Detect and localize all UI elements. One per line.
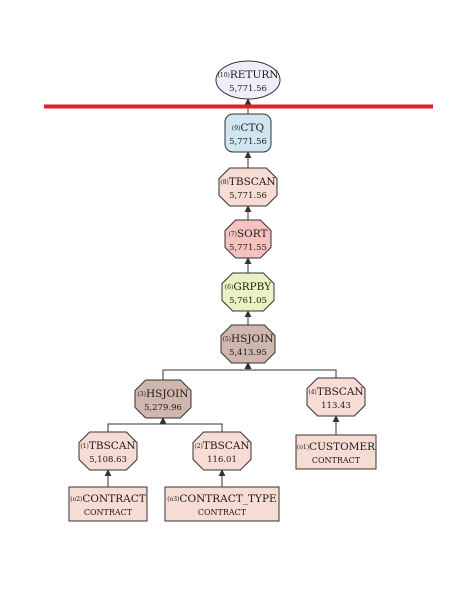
node-tbscan2-shape (192, 431, 252, 471)
node-number: (5) (222, 336, 231, 343)
node-number: (1) (80, 443, 89, 450)
node-grpby[interactable]: (6)GRPBY 5,761.05 (221, 272, 275, 312)
node-tbscan2[interactable]: (2)TBSCAN 116.01 (192, 431, 252, 471)
node-grpby-title: (6)GRPBY (225, 281, 272, 293)
node-return-cost: 5,771.56 (229, 84, 267, 94)
table-number: (o2) (70, 496, 82, 503)
node-number: (3) (137, 391, 146, 398)
table-contract_type-box (164, 486, 280, 522)
node-ctq[interactable]: (9)CTQ 5,771.56 (224, 113, 272, 153)
table-contract_type[interactable]: (o3)CONTRACT_TYPE CONTRACT (164, 486, 280, 522)
node-label: RETURN (230, 69, 279, 81)
node-tbscan1-cost: 5,108.63 (89, 455, 127, 465)
node-tbscan4[interactable]: (4)TBSCAN 113.43 (306, 377, 366, 417)
node-tbscan8-cost: 5,771.56 (229, 191, 267, 201)
table-customer-schema: CONTRACT (312, 456, 361, 465)
node-label: CTQ (240, 122, 264, 134)
node-hsjoin3-cost: 5,279.96 (144, 403, 182, 413)
node-ctq-shape (224, 113, 272, 153)
node-tbscan8-title: (8)TBSCAN (220, 176, 275, 188)
table-name: CUSTOMER (309, 441, 376, 453)
node-hsjoin3-title: (3)HSJOIN (137, 388, 188, 400)
table-customer-title: (o1)CUSTOMER (297, 441, 376, 453)
table-number: (o1) (297, 444, 309, 451)
node-ctq-cost: 5,771.56 (229, 137, 267, 147)
node-label: HSJOIN (231, 333, 274, 345)
node-return-title: (10)RETURN (218, 69, 279, 81)
node-tbscan2-cost: 116.01 (207, 455, 237, 465)
node-number: (4) (308, 389, 317, 396)
table-contract-title: (o2)CONTRACT (70, 493, 145, 505)
nodes: (10)RETURN5,771.56(9)CTQ5,771.56(8)TBSCA… (68, 60, 377, 522)
node-grpby-cost: 5,761.05 (229, 296, 267, 306)
node-label: GRPBY (233, 281, 272, 293)
node-number: (8) (220, 179, 229, 186)
node-tbscan4-title: (4)TBSCAN (308, 386, 363, 398)
node-number: (7) (228, 231, 237, 238)
node-tbscan8-shape (218, 167, 278, 207)
edge-hsjoin3-to-hsjoin5 (162, 362, 252, 380)
node-hsjoin3-shape (134, 379, 192, 419)
node-label: TBSCAN (317, 386, 364, 398)
node-tbscan4-cost: 113.43 (321, 401, 351, 411)
node-hsjoin5-shape (220, 324, 276, 364)
edge-tbscan4-to-hsjoin5 (244, 362, 337, 378)
node-number: (6) (225, 284, 234, 291)
node-sort-cost: 5,771.55 (229, 243, 267, 253)
node-label: TBSCAN (229, 176, 276, 188)
node-hsjoin5-cost: 5,413.95 (229, 348, 267, 358)
node-hsjoin5[interactable]: (5)HSJOIN 5,413.95 (220, 324, 276, 364)
table-customer-box (295, 434, 377, 470)
table-contract-schema: CONTRACT (84, 508, 133, 517)
edges (104, 98, 340, 487)
node-return[interactable]: (10)RETURN 5,771.56 (215, 60, 281, 100)
node-label: SORT (237, 228, 268, 240)
node-tbscan1-shape (78, 431, 138, 471)
node-number: (10) (218, 72, 230, 79)
node-tbscan8[interactable]: (8)TBSCAN 5,771.56 (218, 167, 278, 207)
table-contract_type-title: (o3)CONTRACT_TYPE (167, 493, 276, 505)
node-grpby-shape (221, 272, 275, 312)
node-ctq-title: (9)CTQ (232, 122, 265, 134)
node-hsjoin3[interactable]: (3)HSJOIN 5,279.96 (134, 379, 192, 419)
node-number: (9) (232, 125, 241, 132)
node-return-shape (215, 60, 281, 100)
node-tbscan1-title: (1)TBSCAN (80, 440, 135, 452)
node-label: TBSCAN (89, 440, 136, 452)
node-sort-shape (224, 219, 272, 259)
table-name: CONTRACT_TYPE (179, 493, 276, 505)
node-number: (2) (194, 443, 203, 450)
node-sort-title: (7)SORT (228, 228, 267, 240)
table-customer[interactable]: (o1)CUSTOMER CONTRACT (295, 434, 377, 470)
edge-tbscan2-to-hsjoin3 (159, 417, 223, 432)
table-contract_type-schema: CONTRACT (198, 508, 247, 517)
table-number: (o3) (167, 496, 179, 503)
node-label: HSJOIN (146, 388, 189, 400)
edge-tbscan1-to-hsjoin3 (107, 417, 167, 432)
node-sort[interactable]: (7)SORT 5,771.55 (224, 219, 272, 259)
node-tbscan4-shape (306, 377, 366, 417)
table-contract-box (68, 486, 148, 522)
node-hsjoin5-title: (5)HSJOIN (222, 333, 273, 345)
table-name: CONTRACT (82, 493, 145, 505)
node-tbscan1[interactable]: (1)TBSCAN 5,108.63 (78, 431, 138, 471)
node-label: TBSCAN (203, 440, 250, 452)
node-tbscan2-title: (2)TBSCAN (194, 440, 249, 452)
